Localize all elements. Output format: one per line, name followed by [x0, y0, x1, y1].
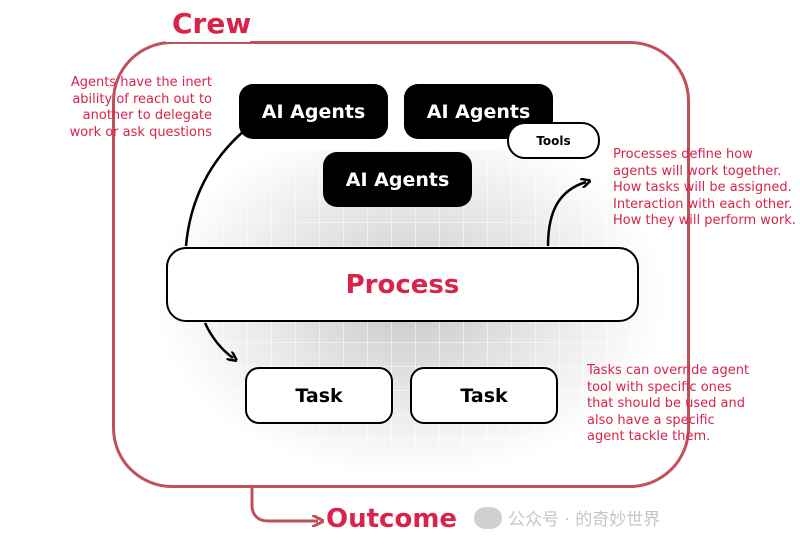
process-note-line: Processes define how — [613, 147, 753, 162]
agents-note-line: Agents have the inert — [70, 75, 212, 90]
tasks-note: Tasks can override agent tool with speci… — [587, 363, 762, 446]
process-note-line: Interaction with each other. — [613, 196, 793, 212]
crew-frame — [112, 41, 690, 488]
agents-note: Agents have the inert ability of reach o… — [62, 75, 212, 141]
watermark: 公众号 · 的奇妙世界 — [474, 505, 660, 530]
task-box-1: Task — [245, 367, 393, 424]
process-note-line: How they will perform work. — [613, 213, 796, 228]
process-box: Process — [166, 247, 639, 322]
ai-agent-box-3: AI Agents — [323, 152, 472, 207]
ai-agent-box-1: AI Agents — [239, 84, 388, 139]
tasks-note-line: also have a specific — [587, 412, 715, 428]
process-to-task-arrow — [203, 322, 233, 358]
process-note: Processes define how agents will work to… — [613, 147, 799, 230]
watermark-text: 公众号 · 的奇妙世界 — [508, 510, 661, 530]
outcome-label: Outcome — [326, 504, 458, 534]
task-box-2: Task — [410, 367, 558, 424]
crew-label: Crew — [166, 6, 251, 42]
wechat-icon — [474, 506, 502, 529]
tasks-note-line: Tasks can override agent — [587, 363, 750, 378]
tools-box: Tools — [507, 122, 600, 159]
process-to-notes-arrow — [546, 182, 586, 247]
agents-note-line: work or ask questions — [69, 124, 212, 140]
agent-to-process-line — [184, 129, 246, 247]
process-note-line: agents will work together. — [613, 163, 782, 179]
agents-note-line: ability of reach out to — [72, 91, 212, 107]
crew-to-outcome-arrow — [250, 488, 318, 521]
agents-note-line: another to delegate — [82, 108, 212, 123]
tasks-note-line: agent tackle them. — [587, 429, 711, 444]
tasks-note-line: tool with specific ones — [587, 379, 732, 395]
tasks-note-line: that should be used and — [587, 396, 745, 411]
process-note-line: How tasks will be assigned. — [613, 180, 792, 195]
